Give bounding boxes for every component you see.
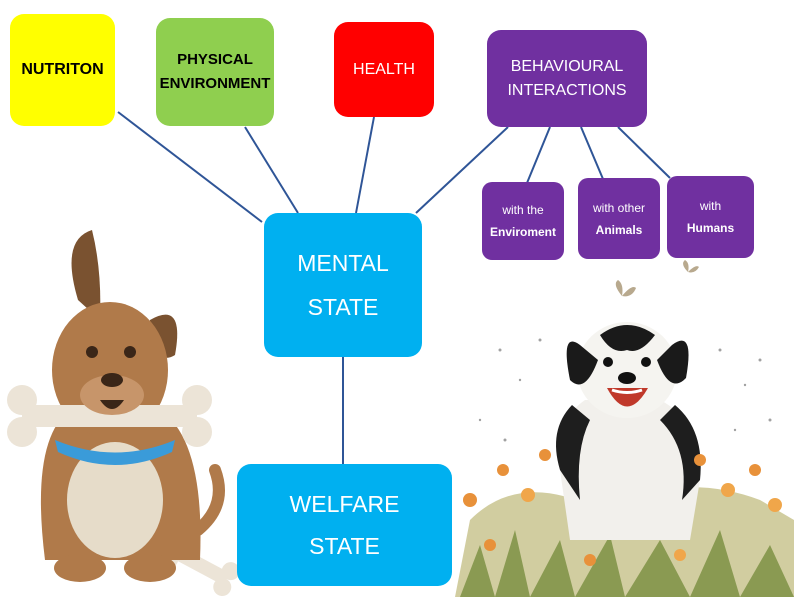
flower-icons <box>463 449 782 566</box>
node-with-environment: with the Enviroment <box>482 182 564 260</box>
node-with-humans: with Humans <box>667 176 754 258</box>
node-nutrition-label: NUTRITON <box>21 61 104 78</box>
node-behavioural-line1: BEHAVIOURAL <box>510 57 624 75</box>
node-physical-line2: ENVIRONMENT <box>159 75 271 92</box>
node-humans-line1: with <box>699 199 722 213</box>
node-animals-line1: with other <box>592 200 646 215</box>
node-health: HEALTH <box>334 22 434 117</box>
edge-behavioural-mental <box>415 126 509 214</box>
butterfly-icon <box>615 260 699 297</box>
node-welfare-line1: WELFARE <box>289 491 400 517</box>
node-mental-line1: MENTAL <box>297 250 389 276</box>
node-mental-line2: STATE <box>307 294 379 320</box>
edge-physical-mental <box>244 126 299 214</box>
edge-behavioural-env <box>526 126 551 184</box>
node-welfare-line2: STATE <box>309 533 380 559</box>
node-mental-state: MENTAL STATE <box>264 213 422 357</box>
node-behavioural-interactions: BEHAVIOURAL INTERACTIONS <box>487 30 647 127</box>
node-health-label: HEALTH <box>353 60 415 78</box>
node-with-animals: with other Animals <box>578 178 660 259</box>
node-physical-line1: PHYSICAL <box>177 51 253 68</box>
cartoon-dog-illustration <box>7 230 240 597</box>
edge-nutrition-mental <box>117 111 263 223</box>
node-nutrition: NUTRITON <box>10 14 115 126</box>
node-animals-line2: Animals <box>595 222 643 237</box>
edge-behavioural-animals <box>580 126 604 180</box>
node-env-line2: Enviroment <box>489 225 556 239</box>
node-humans-line2: Humans <box>686 221 735 235</box>
edge-health-mental <box>355 116 375 214</box>
edge-behavioural-humans <box>617 126 671 179</box>
node-physical-environment: PHYSICAL ENVIRONMENT <box>156 18 274 126</box>
node-env-line1: with the <box>502 203 544 217</box>
node-behavioural-line2: INTERACTIONS <box>507 81 627 99</box>
node-welfare-state: WELFARE STATE <box>237 464 452 586</box>
